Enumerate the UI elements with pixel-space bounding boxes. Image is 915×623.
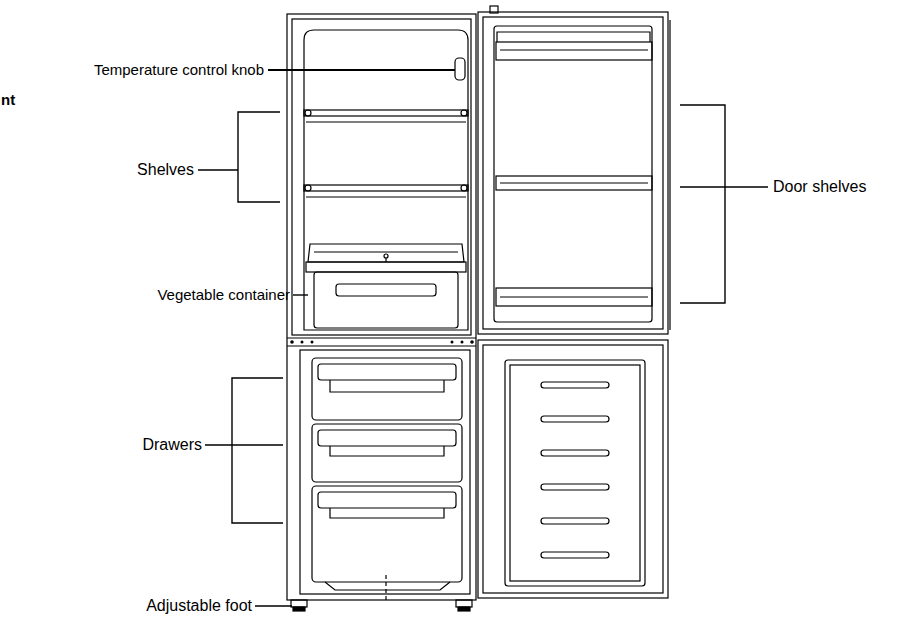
fridge-door (478, 6, 670, 334)
feet (291, 600, 472, 611)
part-label: Shelves (137, 160, 194, 180)
leader-lines (198, 70, 768, 606)
cabinet-outline (287, 14, 476, 600)
freezer-opening (300, 350, 470, 594)
part-label: Drawers (142, 435, 202, 455)
shelves (304, 110, 468, 197)
part-label: nt (1, 90, 15, 110)
part-label: Vegetable container (157, 285, 290, 305)
freezer-door (478, 340, 668, 598)
drawers (312, 358, 462, 590)
part-label: Temperature control knob (94, 60, 264, 80)
hinge-dots (290, 340, 474, 344)
part-label: Door shelves (773, 177, 866, 197)
part-label: Adjustable foot (146, 596, 252, 616)
knob (455, 58, 465, 80)
vegetable-container (306, 244, 466, 328)
fridge-opening (292, 19, 471, 335)
fridge-liner (304, 30, 468, 330)
